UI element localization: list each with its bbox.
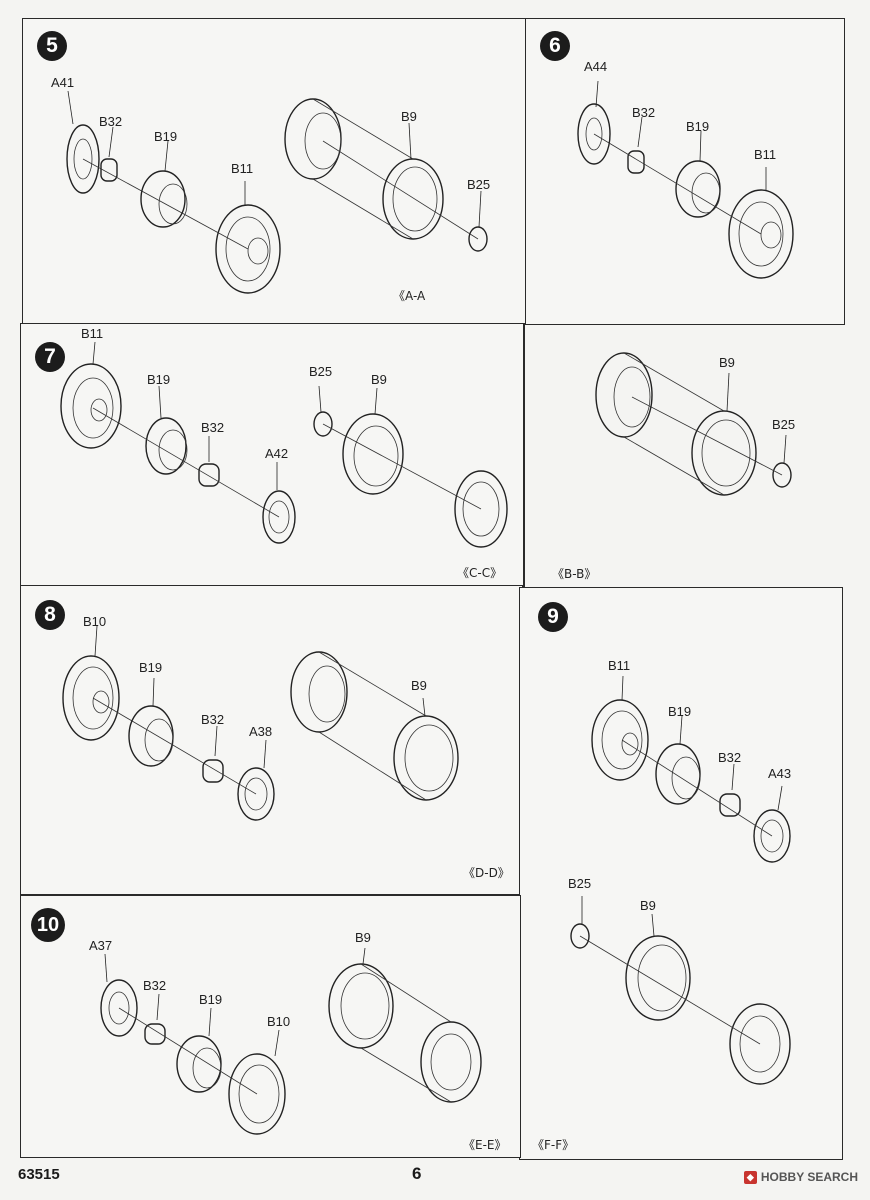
part-label: B10 — [267, 1014, 291, 1029]
step-number-badge: 9 — [538, 602, 568, 632]
part-label: B9 — [719, 355, 735, 370]
step-8-illustration — [62, 625, 459, 821]
part-label: B11 — [754, 147, 777, 162]
part-label: B10 — [83, 614, 107, 629]
part-label: B9 — [371, 372, 387, 387]
part-label: B9 — [640, 898, 656, 913]
watermark-text: HOBBY SEARCH — [760, 1170, 858, 1184]
part-label: B32 — [99, 114, 123, 129]
part-label: B19 — [147, 372, 171, 387]
step-10-panel: 10 A37 B32 B19 B10 B9 《E-E》 — [20, 895, 521, 1158]
step-number-badge: 8 — [35, 600, 65, 630]
part-label: B25 — [467, 177, 491, 192]
page-number: 6 — [412, 1164, 422, 1183]
watermark: ◆ HOBBY SEARCH — [743, 1170, 858, 1184]
part-label: B11 — [231, 161, 254, 176]
part-label: B32 — [201, 712, 225, 727]
step-5-illustration — [66, 90, 488, 294]
part-a41-drawing — [66, 124, 100, 194]
watermark-logo-icon: ◆ — [743, 1170, 757, 1184]
part-label: B32 — [143, 978, 167, 993]
part-label: B19 — [668, 704, 692, 719]
part-label: B9 — [411, 678, 427, 693]
step-5-panel: 5 A41 B32 B19 B11 B9 B25 《A-A — [22, 18, 527, 325]
section-view-label: 《F-F》 — [532, 1138, 575, 1152]
part-label: B25 — [772, 417, 796, 432]
section-view-label: 《A-A — [393, 289, 426, 303]
step-7-illustration — [60, 341, 508, 548]
part-label: B19 — [139, 660, 163, 675]
part-label: A38 — [249, 724, 273, 739]
step-number-badge: 7 — [35, 342, 65, 372]
step-6-panel: 6 A44 B32 B19 B11 — [525, 18, 845, 325]
part-label: B11 — [81, 326, 104, 341]
section-b-b-illustration — [595, 352, 792, 496]
part-label: B9 — [355, 930, 371, 945]
section-view-label: 《D-D》 — [463, 866, 510, 880]
part-label: A43 — [768, 766, 792, 781]
product-code: 63515 — [18, 1166, 60, 1183]
part-label: B25 — [309, 364, 333, 379]
part-label: B11 — [608, 658, 631, 673]
step-number-badge: 10 — [31, 908, 65, 942]
part-label: B19 — [199, 992, 223, 1007]
step-8-panel: 8 B10 B19 B32 A38 B9 《D-D》 — [20, 585, 523, 895]
part-label: A42 — [265, 446, 289, 461]
part-label: B9 — [401, 109, 417, 124]
section-view-label: 《C-C》 — [457, 566, 503, 580]
step-number-badge: 5 — [37, 31, 67, 61]
part-label: B19 — [686, 119, 710, 134]
part-label: B32 — [632, 105, 656, 120]
step-number-badge: 6 — [540, 31, 570, 61]
step-7-panel: 7 B11 B19 B32 A42 B25 B9 《C-C》 — [20, 323, 525, 587]
step-9-illustration — [570, 675, 791, 1085]
part-label: A41 — [51, 75, 75, 90]
section-b-b-panel: B9 B25 《B-B》 — [523, 323, 845, 589]
part-label: B19 — [154, 129, 178, 144]
part-label: B32 — [718, 750, 742, 765]
part-label: A37 — [89, 938, 113, 953]
step-9-panel: 9 B11 B19 B32 A43 B25 B9 《F-F》 — [519, 587, 843, 1160]
section-view-label: 《E-E》 — [463, 1138, 507, 1152]
section-view-label: 《B-B》 — [552, 567, 597, 581]
step-6-illustration — [577, 80, 794, 279]
part-label: B32 — [201, 420, 225, 435]
part-label: A44 — [584, 59, 608, 74]
step-10-illustration — [100, 947, 482, 1135]
part-label: B25 — [568, 876, 592, 891]
